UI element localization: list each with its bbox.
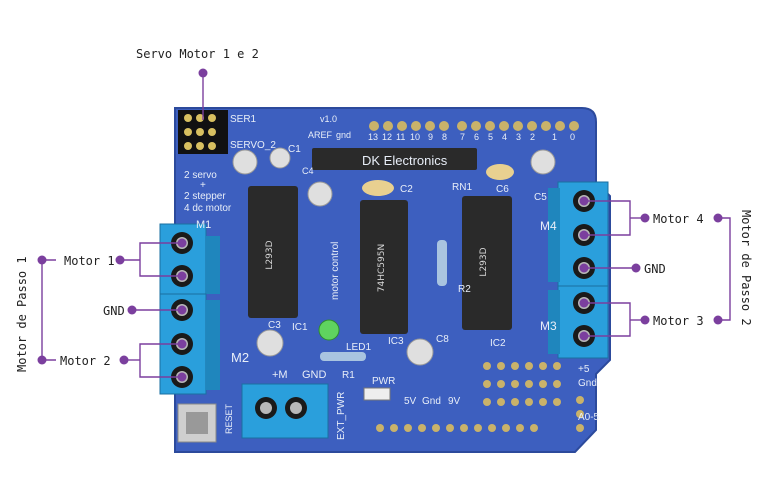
- label-c2: C2: [400, 184, 413, 195]
- capacitor-c3: [307, 181, 333, 207]
- pin-number-row: 13 12 11 10 9 8 7 6 5 4 3 2 1 0: [368, 132, 575, 142]
- label-servo2: SERVO_2: [230, 140, 276, 151]
- top-header-holes: [369, 121, 579, 131]
- svg-text:1: 1: [552, 132, 557, 142]
- label-m2: M2: [231, 350, 249, 365]
- annotation-motor3: Motor 3: [653, 314, 704, 328]
- svg-text:12: 12: [382, 132, 392, 142]
- svg-text:L293D: L293D: [479, 247, 489, 276]
- capacitor-ic1: [256, 329, 284, 357]
- label-9v: 9V: [448, 396, 461, 407]
- terminal-m3: [548, 285, 609, 359]
- label-c3: C3: [268, 320, 281, 331]
- desc-line3: 2 stepper: [184, 191, 226, 202]
- label-brand: DK Electronics: [362, 153, 448, 168]
- annotation-motor1: Motor 1: [64, 254, 115, 268]
- label-5v: 5V: [404, 396, 417, 407]
- label-led1: LED1: [346, 342, 371, 353]
- annotation-gnd-left: GND: [103, 304, 125, 318]
- label-gnd-pin: gnd: [336, 130, 351, 140]
- reset-button: [177, 403, 217, 443]
- pwr-jumper: [363, 387, 391, 401]
- annotation-servo: Servo Motor 1 e 2: [136, 47, 259, 61]
- annotation-lines: [41, 73, 731, 378]
- chip-right-l293d: L293D: [462, 196, 512, 330]
- label-c1: C1: [288, 144, 301, 155]
- label-gnd-ext: GND: [302, 369, 327, 381]
- svg-text:0: 0: [570, 132, 575, 142]
- label-a0-5: A0-5: [578, 412, 600, 423]
- pin-grid-bottom-right: [376, 362, 584, 432]
- label-ext-pwr: EXT_PWR: [336, 392, 347, 440]
- terminal-m4: [548, 181, 609, 287]
- label-c8: C8: [436, 334, 449, 345]
- label-gnd-right-board: Gnd: [578, 378, 597, 389]
- svg-text:2: 2: [530, 132, 535, 142]
- label-r2: R2: [458, 284, 471, 295]
- capacitor-c5: [530, 149, 556, 175]
- svg-text:3: 3: [516, 132, 521, 142]
- svg-text:10: 10: [410, 132, 420, 142]
- capacitor-c2: [362, 180, 394, 196]
- resistor-r1: [320, 352, 366, 361]
- svg-text:9: 9: [428, 132, 433, 142]
- capacitor-c8: [406, 338, 434, 366]
- desc-line2: +: [200, 180, 206, 191]
- rn1-resistor-network: [312, 148, 477, 170]
- led1: [318, 319, 340, 341]
- label-m3: M3: [540, 319, 557, 333]
- svg-text:8: 8: [442, 132, 447, 142]
- label-r1: R1: [342, 370, 355, 381]
- svg-text:13: 13: [368, 132, 378, 142]
- label-gnd-bottom: Gnd: [422, 396, 441, 407]
- label-m1: M1: [196, 219, 211, 231]
- chip-middle-74hc595: 74HC595N: [360, 200, 408, 334]
- svg-text:L293D: L293D: [265, 240, 275, 269]
- label-reset: RESET: [224, 403, 234, 434]
- label-motor-control: motor control: [330, 242, 341, 300]
- resistor-r2: [437, 240, 447, 286]
- label-pwr: PWR: [372, 376, 395, 387]
- label-c5: C5: [534, 192, 547, 203]
- label-aref: AREF: [308, 130, 333, 140]
- annotation-dots: [37, 68, 723, 382]
- label-ser1: SER1: [230, 114, 257, 125]
- annotation-gnd-right: GND: [644, 262, 666, 276]
- label-plus-m: +M: [272, 369, 288, 381]
- label-ic3: IC3: [388, 336, 404, 347]
- capacitor-c4: [269, 147, 291, 169]
- annotation-motor2: Motor 2: [60, 354, 111, 368]
- desc-line4: 4 dc motor: [184, 203, 232, 214]
- svg-text:5: 5: [488, 132, 493, 142]
- svg-text:7: 7: [460, 132, 465, 142]
- chip-left-l293d: L293D: [248, 186, 298, 318]
- label-ic1: IC1: [292, 322, 308, 333]
- label-rn1: RN1: [452, 182, 472, 193]
- annotation-motor4: Motor 4: [653, 212, 704, 226]
- annotation-passo1: Motor de Passo 1: [15, 256, 29, 372]
- svg-text:11: 11: [396, 132, 405, 142]
- svg-text:74HC595N: 74HC595N: [377, 244, 387, 292]
- capacitor-c6: [486, 164, 514, 180]
- capacitor-c1: [232, 149, 258, 175]
- label-c6: C6: [496, 184, 509, 195]
- terminal-ext-power: [241, 383, 329, 439]
- label-plus5: +5: [578, 364, 590, 375]
- label-m4: M4: [540, 219, 557, 233]
- annotation-passo2: Motor de Passo 2: [739, 210, 753, 326]
- label-ic2: IC2: [490, 338, 506, 349]
- label-version: v1.0: [320, 114, 337, 124]
- label-c4: C4: [302, 166, 314, 176]
- svg-text:4: 4: [502, 132, 507, 142]
- svg-text:6: 6: [474, 132, 479, 142]
- desc-line1: 2 servo: [184, 170, 217, 181]
